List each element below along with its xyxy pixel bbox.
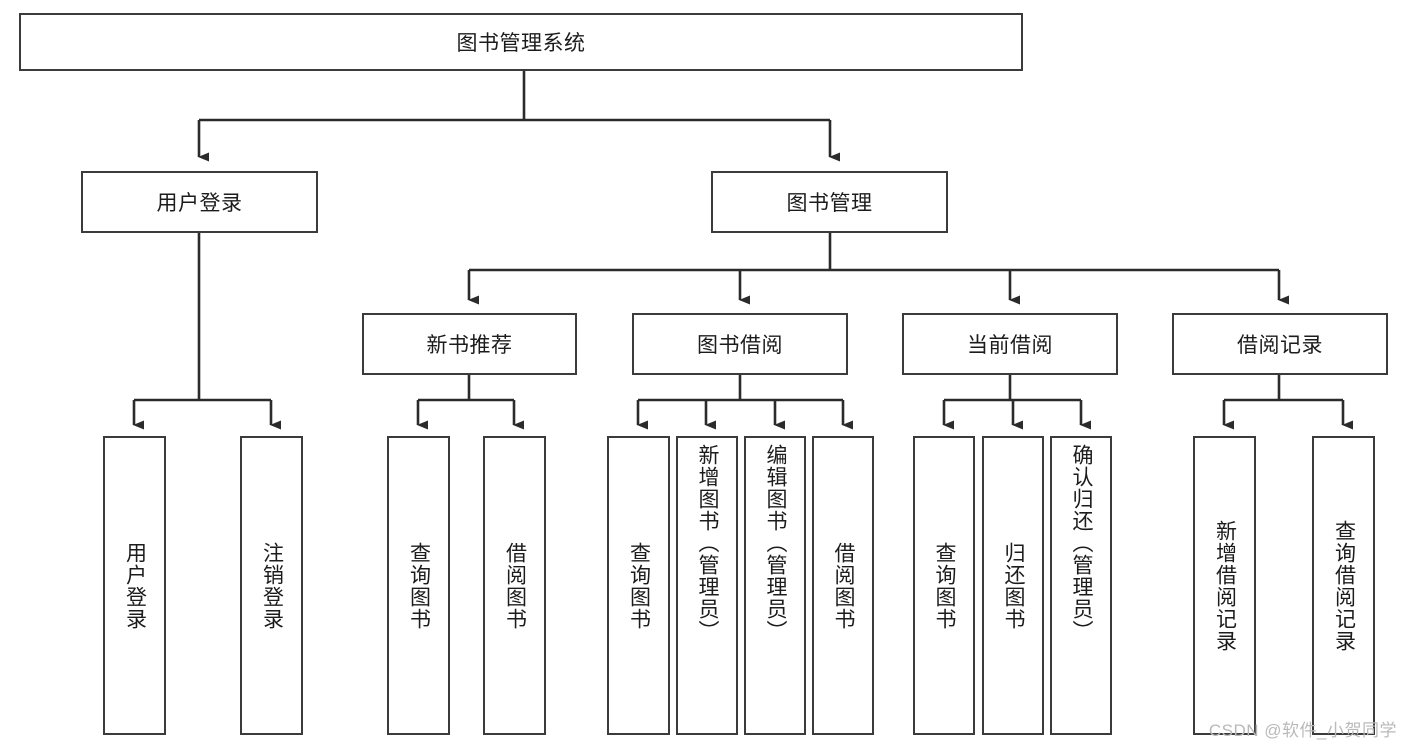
node-root-system[interactable]: 图书管理系统	[19, 13, 1023, 71]
node-label: 归还图书	[1002, 541, 1026, 630]
node-label: 新增借阅记录	[1213, 519, 1237, 652]
node-label: 借阅图书	[503, 541, 527, 630]
node-label: 当前借阅	[967, 334, 1053, 357]
node-new-book-recommend[interactable]: 新书推荐	[362, 313, 577, 375]
node-label: 新增图书（管理员）	[696, 444, 720, 642]
node-label: 图书管理系统	[456, 32, 586, 55]
node-leaf-edit-book[interactable]: 编辑图书（管理员）	[744, 436, 806, 735]
node-leaf-add-book[interactable]: 新增图书（管理员）	[676, 436, 738, 735]
node-label: 用户登录	[156, 192, 243, 215]
node-label: 新书推荐	[426, 334, 513, 357]
node-label: 确认归还（管理员）	[1070, 444, 1094, 642]
node-leaf-logout[interactable]: 注销登录	[240, 436, 303, 735]
node-leaf-query-book-3[interactable]: 查询图书	[913, 436, 975, 735]
node-label: 查询图书	[627, 541, 651, 630]
node-label: 查询图书	[933, 541, 957, 630]
node-book-management[interactable]: 图书管理	[711, 171, 948, 233]
csdn-watermark: CSDN @软件_小贺同学	[1208, 721, 1397, 740]
node-label: 编辑图书（管理员）	[764, 444, 788, 642]
node-borrow-record[interactable]: 借阅记录	[1172, 313, 1388, 375]
node-label: 借阅记录	[1237, 334, 1323, 357]
node-leaf-borrow-book-1[interactable]: 借阅图书	[483, 436, 546, 735]
node-current-borrow[interactable]: 当前借阅	[902, 313, 1118, 375]
node-label: 图书管理	[786, 192, 873, 215]
node-label: 用户登录	[123, 541, 147, 630]
node-leaf-borrow-book-2[interactable]: 借阅图书	[812, 436, 874, 735]
node-label: 图书借阅	[697, 334, 783, 357]
node-leaf-return-book[interactable]: 归还图书	[982, 436, 1044, 735]
node-leaf-add-record[interactable]: 新增借阅记录	[1193, 436, 1256, 735]
node-book-borrow[interactable]: 图书借阅	[632, 313, 848, 375]
node-label: 借阅图书	[832, 541, 856, 630]
node-label: 查询图书	[407, 541, 431, 630]
node-leaf-query-book-1[interactable]: 查询图书	[387, 436, 450, 735]
node-user-login[interactable]: 用户登录	[81, 171, 318, 233]
node-leaf-query-book-2[interactable]: 查询图书	[607, 436, 670, 735]
node-label: 查询借阅记录	[1332, 519, 1356, 652]
node-leaf-query-record[interactable]: 查询借阅记录	[1312, 436, 1375, 735]
node-leaf-confirm-return[interactable]: 确认归还（管理员）	[1050, 436, 1112, 735]
node-label: 注销登录	[260, 541, 284, 630]
node-leaf-user-login[interactable]: 用户登录	[103, 436, 166, 735]
